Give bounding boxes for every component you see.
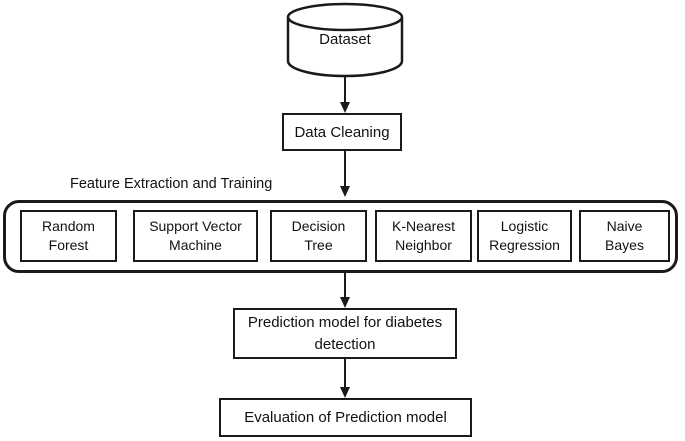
database-cylinder-icon xyxy=(286,2,404,78)
evaluation-node: Evaluation of Prediction model xyxy=(219,398,472,437)
arrow-feature-group-to-prediction xyxy=(340,273,350,308)
arrow-dataset-to-data-cleaning xyxy=(340,77,350,113)
dataset-label: Dataset xyxy=(319,31,371,48)
dataset-node: Dataset xyxy=(285,1,405,79)
arrow-data-cleaning-to-feature-group xyxy=(340,151,350,197)
arrow-prediction-to-evaluation xyxy=(340,359,350,398)
data-cleaning-node: Data Cleaning xyxy=(282,113,402,151)
feature-group-label: Feature Extraction and Training xyxy=(70,176,273,192)
